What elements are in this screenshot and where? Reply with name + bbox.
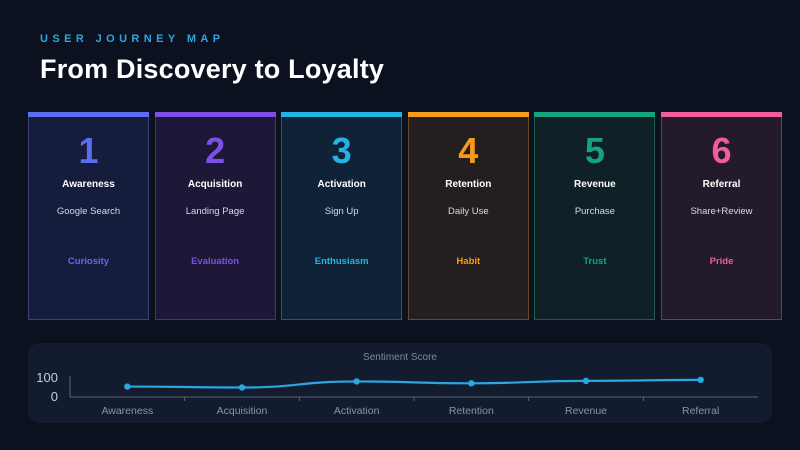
stage-name: Acquisition <box>187 179 243 190</box>
stage-emotion: Trust <box>583 256 607 267</box>
stage-accent-bar <box>281 112 403 117</box>
stage-emotion: Curiosity <box>67 256 110 267</box>
eyebrow-label: USER JOURNEY MAP <box>40 33 225 45</box>
stage-number: 5 <box>584 130 605 171</box>
stage-number: 1 <box>78 130 99 171</box>
stage-number: 2 <box>205 130 226 171</box>
sentiment-point <box>582 377 590 385</box>
stage-emotion: Habit <box>456 256 481 267</box>
sentiment-point <box>468 380 475 387</box>
y-tick-label: 100 <box>36 370 58 385</box>
stage-accent-bar <box>28 112 149 117</box>
stage-accent-bar <box>154 112 276 117</box>
stage-name: Awareness <box>62 179 115 190</box>
sentiment-point <box>697 376 704 384</box>
stage-emotion: Evaluation <box>191 256 240 267</box>
sentiment-point <box>124 383 131 390</box>
stage-number: 3 <box>331 130 352 171</box>
stage-accent-bar <box>407 112 529 117</box>
x-tick-label: Retention <box>449 405 494 417</box>
stage-card-awareness: 1 Awareness Google Search Curiosity <box>28 112 149 320</box>
stage-touchpoint: Google Search <box>56 206 121 217</box>
stage-name: Retention <box>445 179 492 190</box>
y-tick-label: 0 <box>51 389 58 404</box>
stage-touchpoint: Landing Page <box>185 206 245 217</box>
journey-stages: 1 Awareness Google Search Curiosity 2 Ac… <box>28 112 782 321</box>
stage-name: Activation <box>317 179 366 190</box>
sentiment-line <box>127 378 701 389</box>
x-tick-label: Awareness <box>101 405 153 417</box>
stage-emotion: Pride <box>709 256 734 267</box>
stage-name: Referral <box>702 179 741 190</box>
stage-number: 4 <box>458 130 479 171</box>
x-tick-label: Revenue <box>565 405 607 417</box>
stage-emotion: Enthusiasm <box>314 256 369 267</box>
stage-card-acquisition: 2 Acquisition Landing Page Evaluation <box>154 112 276 320</box>
stage-number: 6 <box>711 130 732 171</box>
stage-touchpoint: Daily Use <box>447 206 489 217</box>
stage-name: Revenue <box>574 179 616 190</box>
stage-card-referral: 6 Referral Share+Review Pride <box>661 112 782 320</box>
page-title: From Discovery to Loyalty <box>40 54 385 84</box>
stage-touchpoint: Share+Review <box>690 206 753 217</box>
chart-title: Sentiment Score <box>363 352 437 363</box>
stage-accent-bar <box>534 112 656 117</box>
stage-card-revenue: 5 Revenue Purchase Trust <box>534 112 656 320</box>
sentiment-point <box>238 384 246 391</box>
sentiment-point <box>353 378 360 385</box>
stage-accent-bar <box>661 112 782 117</box>
x-tick-label: Referral <box>682 405 719 417</box>
x-tick-label: Acquisition <box>217 405 268 417</box>
x-tick-label: Activation <box>334 405 380 417</box>
stage-touchpoint: Purchase <box>574 206 615 217</box>
stage-card-activation: 3 Activation Sign Up Enthusiasm <box>281 112 403 320</box>
stage-touchpoint: Sign Up <box>324 206 359 217</box>
stage-card-retention: 4 Retention Daily Use Habit <box>407 112 529 320</box>
